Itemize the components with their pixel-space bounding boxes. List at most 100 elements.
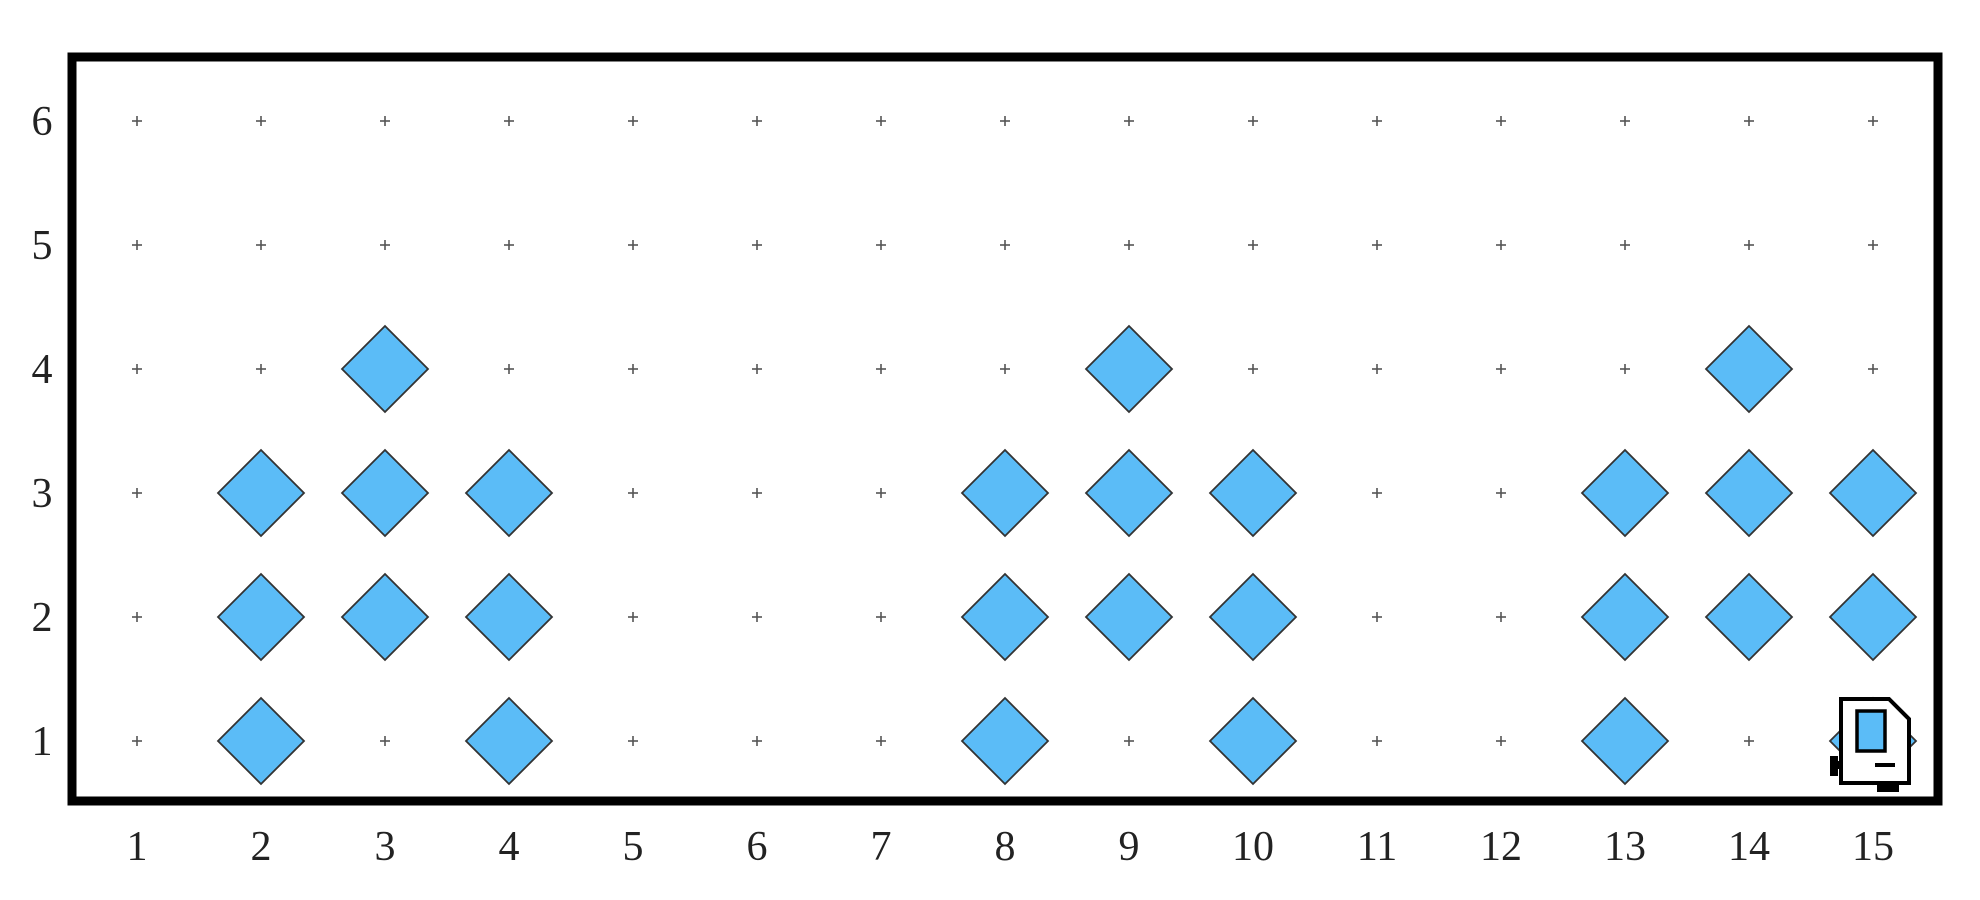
x-axis-label: 6	[747, 824, 768, 870]
beeper	[216, 448, 306, 538]
beeper	[960, 696, 1050, 786]
y-axis-labels: 1 2 3 4 5 6	[32, 99, 53, 765]
corner-marker	[1868, 364, 1878, 374]
corner-marker	[1000, 240, 1010, 250]
y-axis-label: 2	[32, 595, 53, 641]
beeper	[1208, 572, 1298, 662]
x-axis-label: 2	[251, 824, 272, 870]
corner-marker	[1372, 736, 1382, 746]
corner-marker	[1248, 116, 1258, 126]
corner-marker	[1620, 364, 1630, 374]
beeper	[340, 572, 430, 662]
corner-marker	[1496, 736, 1506, 746]
corner-marker	[380, 240, 390, 250]
x-axis-label: 7	[871, 824, 892, 870]
beeper	[1084, 324, 1174, 414]
corner-marker	[256, 240, 266, 250]
karel-robot	[1830, 697, 1911, 792]
corner-marker	[876, 116, 886, 126]
corner-marker	[752, 364, 762, 374]
corner-marker	[256, 116, 266, 126]
beeper	[216, 696, 306, 786]
x-axis-label: 15	[1852, 824, 1894, 870]
corner-marker	[628, 612, 638, 622]
x-axis-label: 3	[375, 824, 396, 870]
corner-marker	[628, 116, 638, 126]
beeper	[216, 572, 306, 662]
beeper	[1704, 448, 1794, 538]
corner-marker	[1248, 364, 1258, 374]
beeper	[1580, 696, 1670, 786]
corner-marker	[1000, 116, 1010, 126]
corner-marker	[132, 240, 142, 250]
beepers	[216, 324, 1918, 786]
y-axis-label: 4	[32, 347, 53, 393]
corner-marker	[1248, 240, 1258, 250]
beeper	[1084, 448, 1174, 538]
corner-marker	[1372, 116, 1382, 126]
corner-marker	[1372, 364, 1382, 374]
beeper	[1084, 572, 1174, 662]
x-axis-label: 5	[623, 824, 644, 870]
corner-marker	[876, 364, 886, 374]
beeper	[464, 448, 554, 538]
x-axis-label: 4	[499, 824, 520, 870]
corner-marker	[752, 116, 762, 126]
corner-marker	[1620, 116, 1630, 126]
y-axis-label: 6	[32, 99, 53, 145]
beeper	[464, 572, 554, 662]
x-axis-label: 1	[127, 824, 148, 870]
corner-marker	[628, 364, 638, 374]
beeper	[960, 448, 1050, 538]
karel-robot-icon	[1830, 697, 1911, 792]
corner-marker	[752, 488, 762, 498]
beeper	[1208, 696, 1298, 786]
corner-marker	[504, 240, 514, 250]
corner-marker	[1496, 488, 1506, 498]
corner-marker	[504, 364, 514, 374]
x-axis-label: 12	[1480, 824, 1522, 870]
beeper	[960, 572, 1050, 662]
corner-marker	[380, 116, 390, 126]
corner-marker	[1000, 364, 1010, 374]
corner-marker	[1372, 612, 1382, 622]
corner-marker	[1868, 240, 1878, 250]
corner-marker	[628, 240, 638, 250]
corner-marker	[132, 612, 142, 622]
world-boundary-wall	[67, 52, 1943, 806]
corner-marker	[504, 116, 514, 126]
beeper	[1704, 324, 1794, 414]
corner-marker	[1496, 364, 1506, 374]
beeper	[340, 448, 430, 538]
y-axis-label: 1	[32, 719, 53, 765]
corner-marker	[876, 488, 886, 498]
karel-screen	[1855, 709, 1887, 753]
corner-marker	[132, 364, 142, 374]
y-axis-label: 3	[32, 471, 53, 517]
corner-marker	[256, 364, 266, 374]
corner-marker	[1496, 240, 1506, 250]
beeper	[340, 324, 430, 414]
x-axis-label: 8	[995, 824, 1016, 870]
corner-marker	[876, 240, 886, 250]
y-axis-label: 5	[32, 223, 53, 269]
corner-marker	[1620, 240, 1630, 250]
corner-marker	[132, 116, 142, 126]
x-axis-label: 10	[1232, 824, 1274, 870]
corner-marker	[876, 612, 886, 622]
corner-marker	[1372, 240, 1382, 250]
corner-marker	[1496, 116, 1506, 126]
x-axis-label: 11	[1357, 824, 1397, 870]
corner-marker	[752, 612, 762, 622]
corner-marker	[628, 736, 638, 746]
corner-marker	[1124, 736, 1134, 746]
beeper	[1704, 572, 1794, 662]
beeper	[1580, 572, 1670, 662]
corner-marker	[752, 240, 762, 250]
corner-marker	[380, 736, 390, 746]
karel-leg	[1883, 781, 1891, 791]
beeper	[1208, 448, 1298, 538]
x-axis-label: 13	[1604, 824, 1646, 870]
corner-marker	[132, 736, 142, 746]
